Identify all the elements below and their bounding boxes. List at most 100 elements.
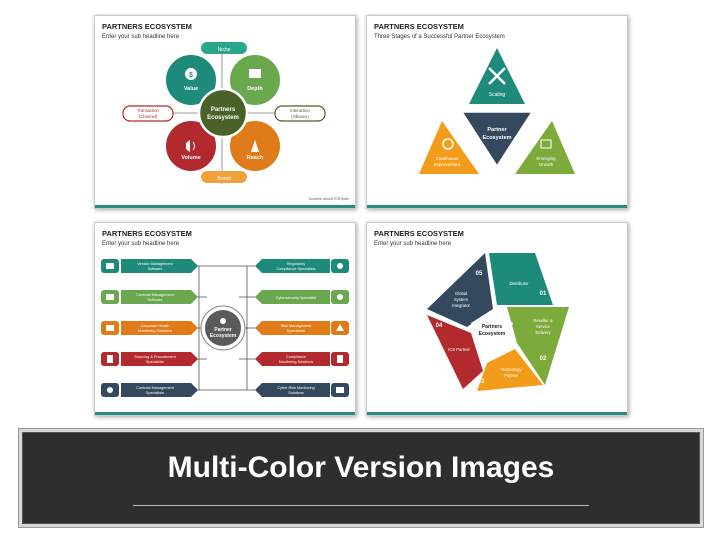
shield-icon — [337, 294, 343, 300]
right-item-4-line-2: Monitoring Solutions — [279, 360, 314, 364]
segment-04 — [427, 315, 483, 389]
top-label: Scaling — [489, 92, 506, 98]
improvement-triangle — [419, 121, 479, 174]
segment-05 — [427, 253, 493, 327]
center-label-2: Ecosystem — [479, 331, 506, 337]
left-item-1-line-1: Vendor Management — [137, 262, 173, 266]
slide-thumbnail-1[interactable]: PARTNERS ECOSYSTEM Enter your sub headli… — [94, 15, 356, 209]
team-icon — [107, 387, 113, 393]
interaction-label: Interaction — [290, 108, 310, 113]
center-label-2: Ecosystem — [207, 115, 239, 121]
left-item-4-line-2: Specialists — [146, 360, 164, 364]
slide-subtitle: Enter your sub headline here — [374, 241, 452, 247]
seg02-line-3: Delivery — [535, 330, 551, 335]
slide-title: PARTNERS ECOSYSTEM — [102, 229, 192, 238]
right-item-5-line-1: Cyber Risk Monitoring — [277, 386, 314, 390]
volume-circle — [164, 119, 218, 173]
svg-text:$: $ — [189, 72, 193, 79]
left-item-3-line-2: Monitoring Solutions — [138, 329, 173, 333]
left-item-3-line-1: Corporate Health — [141, 324, 170, 328]
niche-label: Niche — [218, 47, 231, 53]
software-icon — [106, 263, 114, 269]
seg05-line-1: Global — [455, 291, 467, 296]
interaction-sub: (Alliance) — [291, 114, 309, 119]
right-label-1: Emerging — [536, 156, 556, 161]
seg03-line-1: Technology — [500, 367, 522, 372]
slide-title: PARTNERS ECOSYSTEM — [374, 229, 464, 238]
slide-thumbnail-2[interactable]: PARTNERS ECOSYSTEM Three Stages of a Suc… — [366, 15, 628, 209]
center-label-1: Partners — [482, 324, 503, 330]
niche-pill — [201, 42, 247, 54]
slide-thumbnail-4[interactable]: PARTNERS ECOSYSTEM Enter your sub headli… — [366, 222, 628, 416]
right-bars — [255, 259, 349, 397]
right-item-5-line-2: Solutions — [288, 391, 304, 395]
segment-03 — [477, 349, 543, 391]
slide-title: PARTNERS ECOSYSTEM — [374, 22, 464, 31]
segment-02 — [507, 307, 569, 385]
num-04: 04 — [436, 323, 443, 329]
right-item-3-line-2: Specialists — [287, 329, 305, 333]
left-bars — [101, 259, 198, 397]
layers-icon — [249, 69, 261, 78]
slide-subtitle: Enter your sub headline here — [102, 241, 180, 247]
broad-label: Broad — [217, 176, 231, 182]
segment-01 — [489, 253, 553, 305]
volume-label: Volume — [181, 155, 200, 161]
ecosystem-diagram-1: Niche Broad Transaction (Channel) Intera… — [122, 42, 326, 184]
left-label-1: Continuous — [436, 156, 460, 161]
center-label-2: Ecosystem — [482, 135, 511, 141]
transaction-label: Transaction — [137, 108, 159, 113]
slide-thumbnail-3[interactable]: PARTNERS ECOSYSTEM Enter your sub headli… — [94, 222, 356, 416]
center-label-1: Partner — [487, 127, 507, 133]
seg02-line-2: Service — [536, 324, 551, 329]
value-label: Value — [184, 86, 198, 92]
monitor-icon — [106, 325, 114, 331]
right-label-2: Growth — [539, 162, 554, 167]
clipboard-icon — [107, 355, 113, 363]
transaction-pill — [122, 105, 174, 122]
antenna-icon — [251, 140, 259, 152]
center-pentagon — [471, 309, 513, 347]
right-item-2-line-1: Cybersecurity Specialist — [276, 296, 317, 300]
right-item-1-line-2: Compliance Specialists — [276, 267, 315, 271]
seg05-line-3: Integrator — [452, 303, 471, 308]
slide-footer-bar — [95, 412, 355, 415]
num-05: 05 — [476, 271, 483, 277]
slide-title: PARTNERS ECOSYSTEM — [102, 22, 192, 31]
left-item-5-line-2: Specialists — [146, 391, 164, 395]
left-label-2: Improvement — [434, 162, 461, 167]
money-bag-icon — [185, 68, 197, 80]
source-note: Sources: thinkSTORYplan — [308, 197, 349, 201]
left-item-1-line-2: Software — [148, 267, 163, 271]
banner-underline — [133, 505, 589, 506]
three-stage-diagram: Scaling Continuous Improvement Emerging … — [419, 48, 575, 174]
depth-label: Depth — [247, 86, 263, 92]
right-item-3-line-1: Risk Management — [281, 324, 313, 328]
reach-label: Reach — [247, 155, 264, 161]
interaction-pill — [274, 105, 326, 122]
seg05-line-2: System — [454, 297, 468, 302]
version-banner: Multi-Color Version Images — [22, 432, 700, 524]
transaction-sub: (Channel) — [139, 114, 158, 119]
person-icon — [337, 263, 343, 269]
report-icon — [337, 355, 343, 363]
num-01: 01 — [540, 291, 547, 297]
center-label-1: Partners — [211, 107, 236, 113]
slide-footer-bar — [367, 412, 627, 415]
tools-icon — [488, 67, 506, 85]
slide-footer-bar — [367, 205, 627, 208]
slide-subtitle: Enter your sub headline here — [102, 34, 180, 40]
seg04-label: ICS Partner — [448, 347, 470, 352]
center-circle — [205, 310, 241, 346]
left-item-4-line-1: Sourcing & Procurement — [134, 355, 176, 359]
broad-pill — [201, 171, 247, 183]
left-item-2-line-1: Contract Management — [136, 293, 175, 297]
center-label-2: Ecosystem — [210, 333, 237, 339]
banner-text: Multi-Color Version Images — [167, 451, 555, 484]
specialists-diagram: Partner Ecosystem Vendor ManagementSoftw… — [101, 259, 349, 397]
center-triangle — [460, 111, 534, 168]
num-03: 03 — [478, 379, 485, 385]
document-icon — [106, 294, 114, 300]
slide-footer-bar — [95, 205, 355, 208]
gear-icon — [442, 138, 454, 150]
